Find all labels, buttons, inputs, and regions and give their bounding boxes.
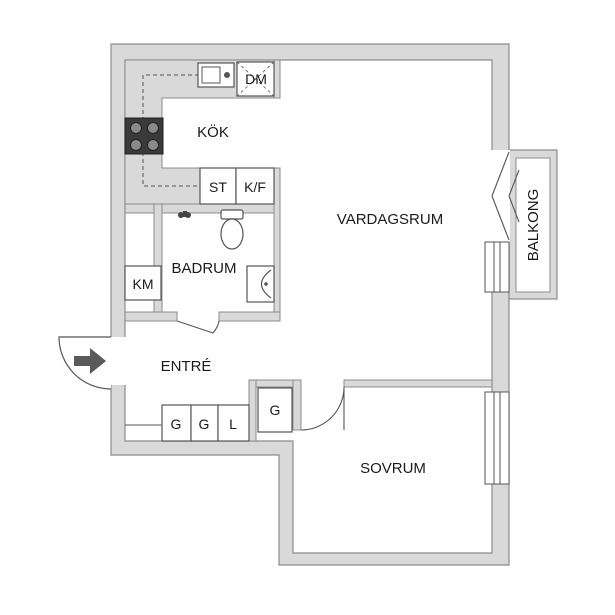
dishwasher-label: DM	[245, 71, 267, 87]
washing-machine	[124, 265, 162, 301]
wall-bath-bottom-left	[124, 311, 178, 322]
faucet-icon	[178, 211, 191, 218]
balcony-label: BALKONG	[525, 189, 542, 262]
entrance-label: ENTRÉ	[161, 358, 212, 375]
wall-bedroom-left	[292, 379, 302, 431]
balcony-door	[491, 151, 520, 241]
fridge-freezer-label: K/F	[244, 179, 266, 195]
wall-closet-left	[248, 379, 257, 442]
bathroom-label: BADRUM	[171, 260, 236, 277]
wardrobe-bedroom	[257, 387, 293, 433]
linen-closet	[217, 404, 250, 442]
entrance-opening	[110, 337, 126, 385]
bathroom-door	[176, 320, 220, 334]
wall-kitchen-living	[273, 59, 281, 99]
wall-bath-top	[124, 203, 281, 214]
wall-bath-right	[273, 167, 281, 321]
window-living	[484, 241, 510, 293]
bedroom-label: SOVRUM	[360, 460, 426, 477]
wardrobe-2-label: G	[199, 416, 210, 432]
kitchen-label: KÖK	[197, 123, 229, 141]
living-room-label: VARDAGSRUM	[337, 211, 443, 228]
stove-cabinet	[199, 167, 237, 205]
linen-closet-label: L	[229, 416, 237, 432]
stove-icon	[124, 117, 164, 155]
wardrobe-bedroom-label: G	[270, 402, 281, 418]
dishwasher: DM	[236, 61, 275, 97]
stove-cabinet-label: ST	[209, 179, 227, 195]
bedroom-door	[300, 386, 345, 431]
sink-icon	[197, 62, 235, 88]
toilet-icon	[220, 209, 244, 250]
outer-walls	[110, 43, 510, 566]
window-bedroom	[484, 391, 510, 485]
wardrobe-2	[190, 404, 219, 442]
entry-arrow-icon	[74, 348, 106, 374]
wall-bedroom-top	[343, 379, 493, 388]
washing-machine-label: KM	[133, 276, 154, 292]
counter-edge-dashed	[142, 74, 200, 187]
wardrobe-1-label: G	[171, 416, 182, 432]
fridge-freezer	[235, 167, 275, 205]
wardrobe-1	[161, 404, 192, 442]
washbasin-icon	[246, 265, 275, 303]
wall-bath-bottom-right	[218, 311, 281, 322]
balcony	[508, 149, 558, 300]
balcony-door-opening	[491, 150, 510, 242]
